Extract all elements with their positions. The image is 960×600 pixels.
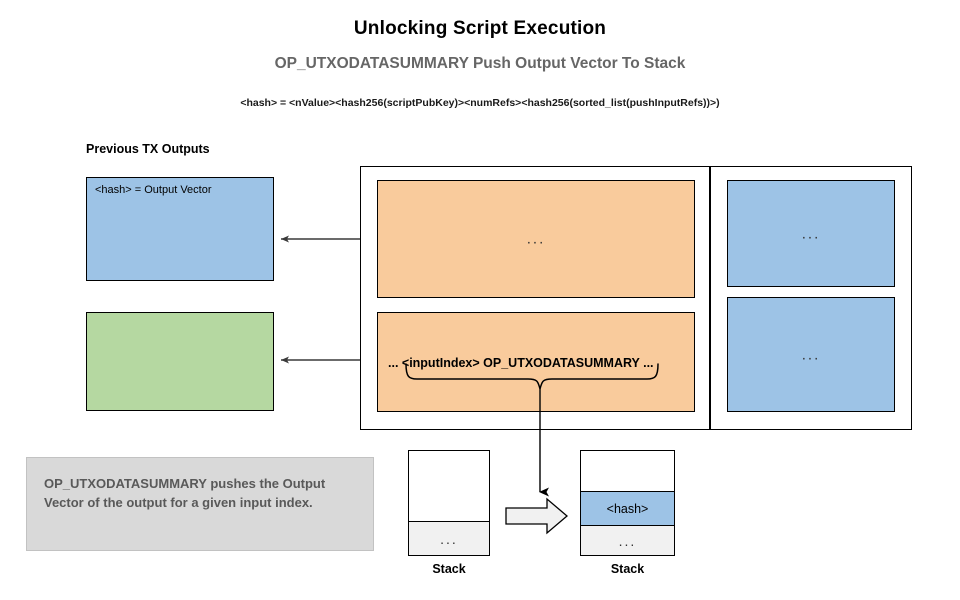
previous-output-box-1: <hash> = Output Vector <box>86 177 274 281</box>
stack-after: <hash> ... Stack <box>580 450 675 576</box>
stack-before-caption: Stack <box>432 562 466 576</box>
tx-output-box-2: ... <box>727 297 895 412</box>
tx-output-box-2-dots: ... <box>801 346 821 363</box>
previous-output-box-2 <box>86 312 274 411</box>
tx-output-box-1: ... <box>727 180 895 287</box>
tx-input-box-1-dots: ... <box>526 230 546 248</box>
unlocking-script-text: ... <inputIndex> OP_UTXODATASUMMARY ... <box>388 356 654 370</box>
stack-after-cell-1 <box>580 450 675 492</box>
page-title: Unlocking Script Execution <box>353 18 607 39</box>
tx-output-box-1-dots: ... <box>801 225 821 242</box>
previous-tx-outputs-label: Previous TX Outputs <box>86 142 210 156</box>
stack-after-cell-hash: <hash> <box>580 492 675 526</box>
stack-before-cell-2: ... <box>408 522 490 556</box>
tx-input-box-1: ... <box>377 180 695 298</box>
explanation-caption-box: OP_UTXODATASUMMARY pushes the Output Vec… <box>26 457 374 551</box>
hash-formula: <hash> = <nValue><hash256(scriptPubKey)>… <box>240 97 720 109</box>
stack-before: ... Stack <box>408 450 490 576</box>
tx-input-box-2: ... <inputIndex> OP_UTXODATASUMMARY ... <box>377 312 695 412</box>
page-subtitle: OP_UTXODATASUMMARY Push Output Vector To… <box>274 55 686 72</box>
stack-after-caption: Stack <box>610 562 645 576</box>
stack-before-cell-1 <box>408 450 490 522</box>
stack-after-cell-3: ... <box>580 526 675 556</box>
stack-transition-arrow <box>505 497 569 535</box>
explanation-caption-text: OP_UTXODATASUMMARY pushes the Output Vec… <box>44 476 326 510</box>
previous-output-box-1-label: <hash> = Output Vector <box>95 184 212 196</box>
